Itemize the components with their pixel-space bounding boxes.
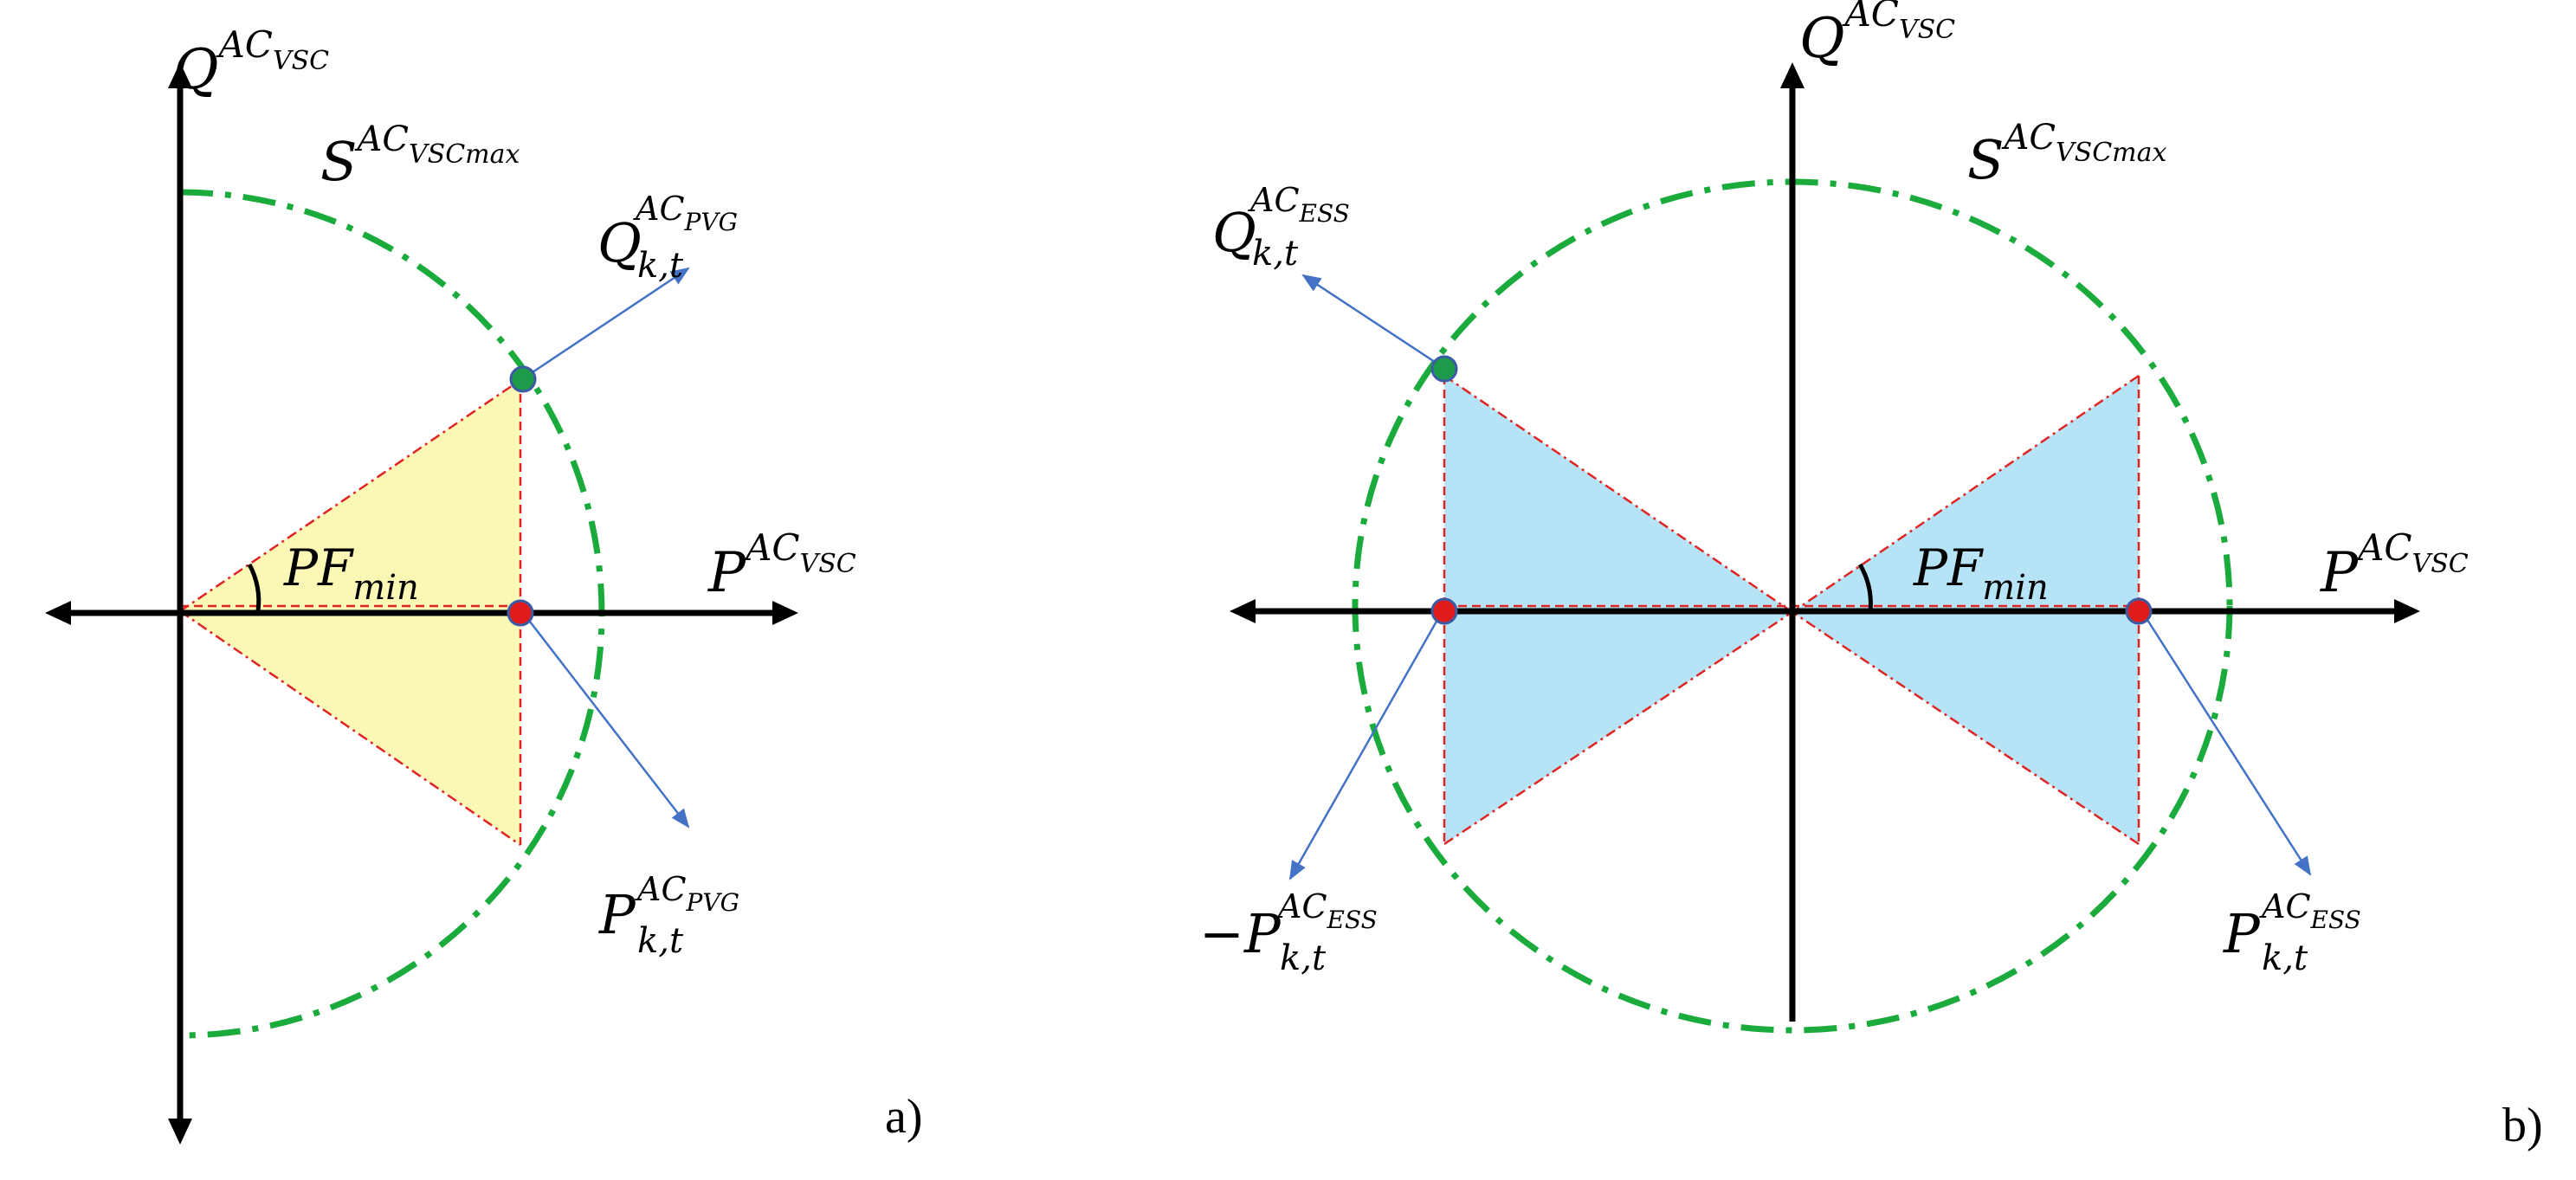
svg-text:ACESS: ACESS — [2259, 887, 2361, 934]
triangle-edge-upper-a — [179, 378, 521, 613]
panel-b: QACVSC PACVSC SACVSCmax PFmin Q ACESS k,… — [1199, 0, 2543, 1152]
p-axis-label-a: PACVSC — [707, 526, 856, 605]
svg-text:Q: Q — [597, 211, 642, 274]
angle-arc-a — [247, 563, 261, 612]
triangle-edge-left-lower-b — [1443, 610, 1793, 846]
neg-p-point-b — [1430, 597, 1458, 625]
svg-text:k,t: k,t — [637, 246, 684, 286]
triangle-edge-lower-a — [179, 609, 521, 847]
p-axis-arrow-right-b — [2394, 599, 2420, 623]
neg-p-point-label-b: −P ACESS k,t — [1199, 887, 1378, 978]
svg-text:Q: Q — [1212, 201, 1256, 264]
angle-label-a: PFmin — [283, 538, 419, 608]
p-axis-label-b: PACVSC — [2320, 526, 2469, 605]
svg-text:k,t: k,t — [2262, 938, 2308, 978]
p-point-b — [2125, 597, 2153, 625]
svg-text:ACESS: ACESS — [1275, 887, 1378, 934]
angle-label-b: PFmin — [1913, 538, 2049, 608]
angle-arc-b — [1857, 563, 1873, 612]
svg-text:ACPVG: ACPVG — [633, 190, 738, 236]
p-point-label-b: P ACESS k,t — [2223, 887, 2361, 978]
neg-p-pointer-arrow-b — [1288, 619, 1439, 880]
svg-text:k,t: k,t — [1280, 938, 1327, 978]
svg-text:P: P — [2223, 902, 2261, 965]
q-point-a — [509, 365, 537, 393]
triangle-edge-left-upper-b — [1443, 374, 1793, 614]
q-axis-label-a: QACVSC — [173, 23, 329, 102]
q-axis-arrow-up-b — [1780, 62, 1804, 88]
s-max-label-a: SACVSCmax — [320, 119, 520, 193]
svg-text:ACPVG: ACPVG — [635, 870, 739, 917]
p-axis-arrow-left-b — [1230, 599, 1256, 623]
q-point-label-b: Q ACESS k,t — [1212, 181, 1350, 274]
s-max-label-b: SACVSCmax — [1967, 118, 2166, 191]
p-point-a — [507, 599, 534, 627]
q-axis-arrow-down-a — [168, 1119, 192, 1145]
panel-a: QACVSC PACVSC SACVSCmax PFmin Q ACPVG k,… — [45, 23, 923, 1145]
q-point-b — [1430, 355, 1458, 383]
p-axis-arrow-left-a — [45, 601, 71, 625]
q-pointer-arrow-a — [529, 267, 690, 376]
q-point-label-a: Q ACPVG k,t — [597, 190, 738, 286]
svg-text:ACESS: ACESS — [1248, 181, 1350, 228]
svg-text:k,t: k,t — [637, 921, 684, 961]
panel-tag-a: a) — [885, 1090, 923, 1144]
p-pointer-arrow-b — [2146, 619, 2312, 876]
q-axis-arrow-up-a — [168, 62, 192, 88]
panel-tag-b: b) — [2502, 1099, 2543, 1152]
q-pointer-arrow-b — [1301, 274, 1438, 365]
triangle-edge-right-upper-b — [1792, 374, 2140, 614]
p-axis-arrow-right-a — [772, 601, 798, 625]
svg-text:−P: −P — [1199, 902, 1282, 965]
svg-text:P: P — [598, 883, 636, 946]
triangle-edge-right-lower-b — [1792, 610, 2140, 846]
svg-text:k,t: k,t — [1252, 234, 1299, 274]
p-pointer-arrow-a — [529, 621, 690, 829]
p-point-label-a: P ACPVG k,t — [598, 870, 739, 961]
q-axis-label-b: QACVSC — [1799, 0, 1955, 71]
